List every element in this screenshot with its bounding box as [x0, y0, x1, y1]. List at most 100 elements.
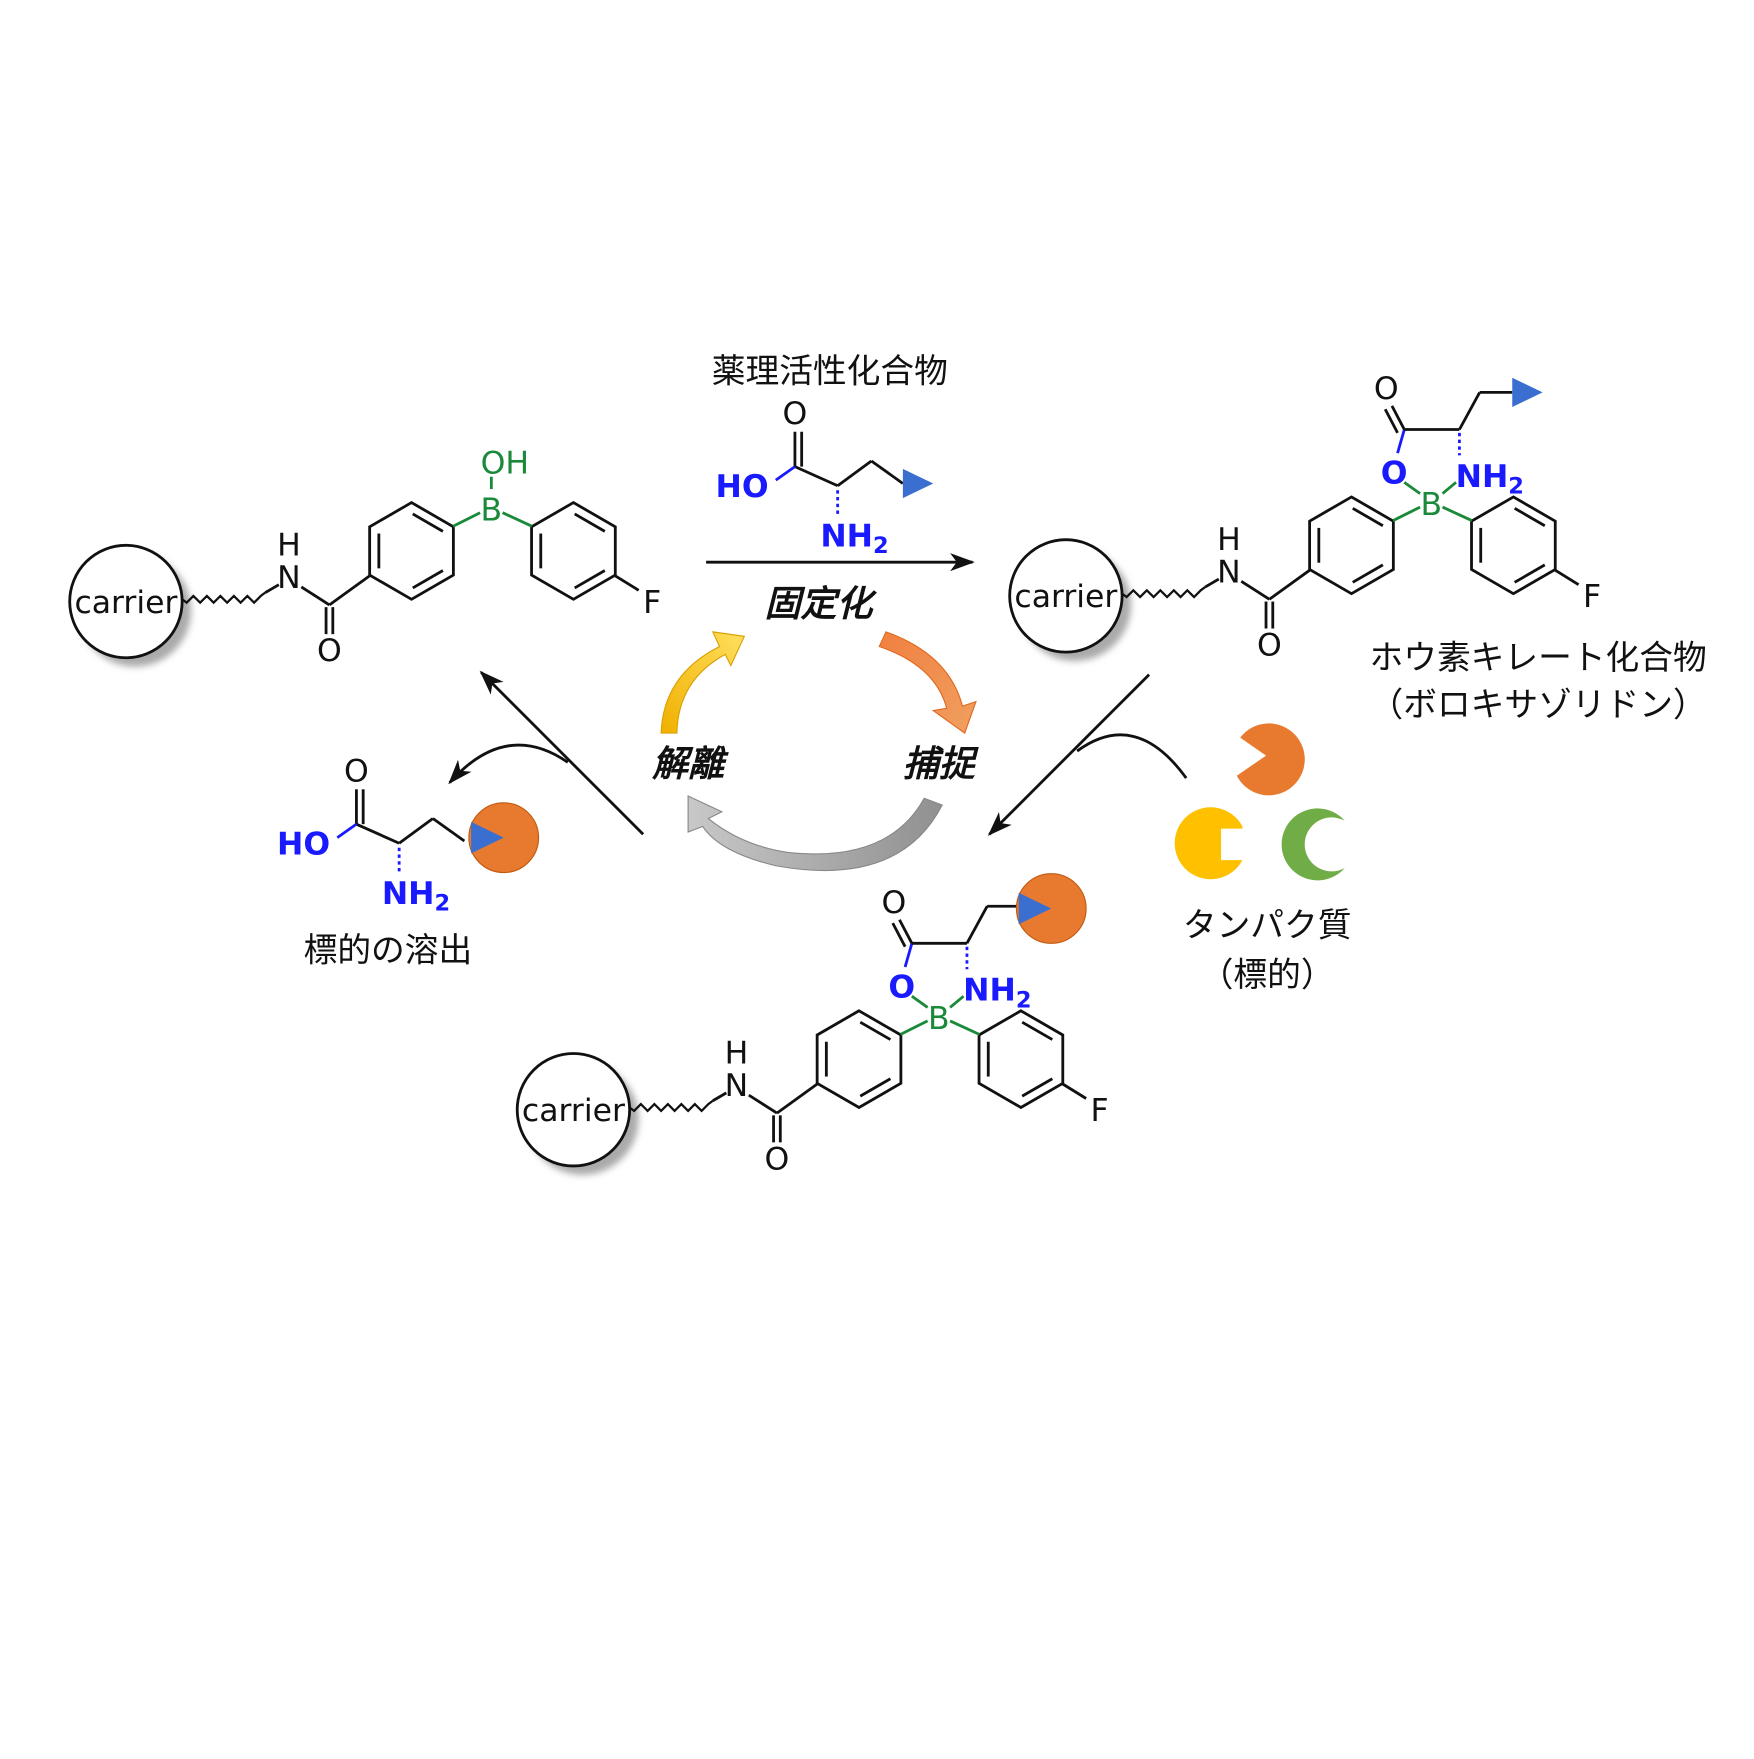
amine-nh2: NH2: [1456, 459, 1524, 500]
ring-double-bond: [859, 1020, 892, 1041]
carrier-bead: [68, 543, 184, 660]
bond: [836, 459, 873, 487]
carrier-label: carrier: [522, 1093, 625, 1129]
elution-curve-arrow: [448, 743, 569, 785]
bond: [776, 1082, 819, 1115]
bond: [903, 942, 914, 968]
amide-n: N: [277, 560, 301, 596]
linker-wavy: [181, 591, 267, 605]
bond: [1441, 481, 1457, 495]
regeneration-cycle-arrow: [687, 795, 944, 872]
ligand-triangle-icon: [1018, 892, 1052, 925]
step-capture-label: 捕捉: [903, 744, 979, 785]
ligand-triangle-icon: [471, 821, 504, 854]
chelate-label: ホウ素キレート化合物: [1370, 638, 1707, 677]
linker-wavy: [628, 1099, 714, 1113]
acid-carbonyl-o: O: [344, 753, 369, 789]
carrier-label: carrier: [74, 585, 177, 621]
bond: [1240, 580, 1271, 601]
fluorophenyl-ring: [977, 1009, 1065, 1110]
step-release-label: 解離: [651, 744, 729, 785]
bond: [1383, 408, 1399, 434]
chelate-sublabel: （ボロキサゾリドン）: [1370, 685, 1707, 724]
carbonyl-o: O: [317, 633, 342, 669]
lactone-carbonyl-o: O: [1374, 371, 1399, 407]
bond: [898, 919, 914, 944]
protein-yellow-icon: [1174, 807, 1243, 880]
benzene-ring: [815, 1009, 903, 1110]
amide-n: N: [725, 1068, 749, 1104]
drug-amino-acid: O HO NH2: [716, 396, 934, 559]
bond: [1390, 405, 1406, 431]
bond: [1403, 481, 1421, 495]
ring-double-bond: [1021, 1020, 1054, 1041]
fluorophenyl-ring: [530, 500, 617, 601]
bond: [432, 817, 466, 843]
bond: [300, 585, 331, 607]
ring-double-bond: [1352, 507, 1384, 527]
step-immobilize-label: 固定化: [765, 584, 878, 625]
capture-arrow: [987, 673, 1151, 836]
capture-cycle-arrow: [878, 631, 977, 734]
ring-double-bond: [573, 569, 606, 590]
ring-double-bond: [1513, 563, 1546, 584]
bond: [1204, 577, 1220, 589]
bond: [891, 922, 907, 948]
bond: [774, 465, 796, 482]
ring-double-bond: [1021, 1077, 1054, 1098]
fluorine-atom: F: [643, 585, 661, 621]
bond: [328, 574, 371, 607]
ring-double-bond: [1513, 507, 1546, 527]
fluorophenyl-ring: [1470, 495, 1557, 596]
benzene-ring: [1308, 495, 1395, 596]
hydroxyl-ho: HO: [716, 469, 769, 505]
bond: [965, 905, 989, 945]
bond: [1061, 1082, 1087, 1100]
protein-sublabel: （標的）: [1200, 955, 1335, 994]
release-cycle-arrow: [660, 631, 746, 734]
bond: [1268, 568, 1311, 601]
fluorine-atom: F: [1583, 579, 1601, 615]
lactone-carbonyl-o: O: [881, 885, 906, 921]
ring-double-bond: [412, 512, 444, 533]
bond: [712, 1091, 728, 1102]
bond: [1554, 568, 1580, 586]
amide-h: H: [725, 1036, 749, 1072]
benzene-ring: [368, 500, 455, 601]
carbonyl-o: O: [1257, 628, 1282, 664]
carrier-bead: [515, 1052, 632, 1168]
bond: [1396, 429, 1406, 454]
bond: [1458, 391, 1481, 431]
carbonyl-o: O: [765, 1141, 790, 1177]
acid-carbonyl-o: O: [783, 396, 808, 432]
amine-nh2: NH2: [820, 518, 888, 559]
ring-double-bond: [859, 1077, 892, 1098]
amide-h: H: [1217, 522, 1241, 558]
bond: [336, 823, 358, 839]
bond: [870, 459, 904, 485]
carrier-label: carrier: [1014, 579, 1117, 615]
bond: [501, 511, 533, 528]
amine-nh2: NH2: [963, 973, 1031, 1014]
fluorine-atom: F: [1091, 1093, 1109, 1129]
bond: [398, 817, 434, 845]
bond: [748, 1093, 778, 1115]
bond: [614, 574, 640, 592]
linker-wavy: [1121, 586, 1206, 599]
compound-title: 薬理活性化合物: [712, 351, 948, 390]
release-arrow: [479, 670, 645, 836]
ring-double-bond: [573, 512, 606, 533]
hydroxyl-group: OH: [481, 445, 529, 481]
protein-green-icon: [1281, 808, 1345, 881]
bond: [794, 465, 839, 488]
amide-h: H: [277, 527, 301, 563]
amine-nh2: NH2: [382, 876, 450, 917]
bond: [949, 995, 965, 1009]
elution-label: 標的の溶出: [304, 930, 473, 969]
boron-atom: B: [1421, 487, 1443, 523]
ring-double-bond: [412, 569, 444, 590]
